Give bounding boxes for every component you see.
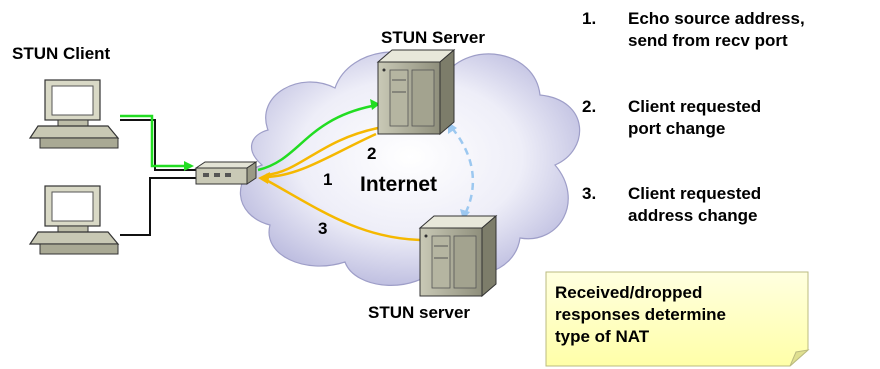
stun-server-label: STUN server [368,303,471,322]
step-text: Client requested address change [628,184,762,225]
step-number: 1. [582,9,597,28]
step-text: Echo source address, send from recv port [628,9,805,50]
step-number: 2. [582,97,597,116]
path-number: 1 [323,170,333,189]
stun-server-label: STUN Server [381,28,485,47]
client-computer-icon [28,79,120,149]
response-paths [258,126,421,242]
stun-server-icon [418,214,498,298]
step-number: 3. [582,184,597,203]
client-computer-icon [28,185,120,255]
path-number: 3 [318,219,328,238]
stun-server-icon [376,48,456,136]
lan-wires [120,119,196,236]
note-text: Received/dropped responses determine typ… [555,283,727,346]
step-text: Client requested port change [628,97,762,138]
internet-label: Internet [360,173,438,196]
request-path [120,99,380,172]
nat-device-icon [194,161,258,185]
sticky-note [545,271,810,367]
stun-client-label: STUN Client [12,44,111,63]
path-number: 2 [367,144,377,163]
